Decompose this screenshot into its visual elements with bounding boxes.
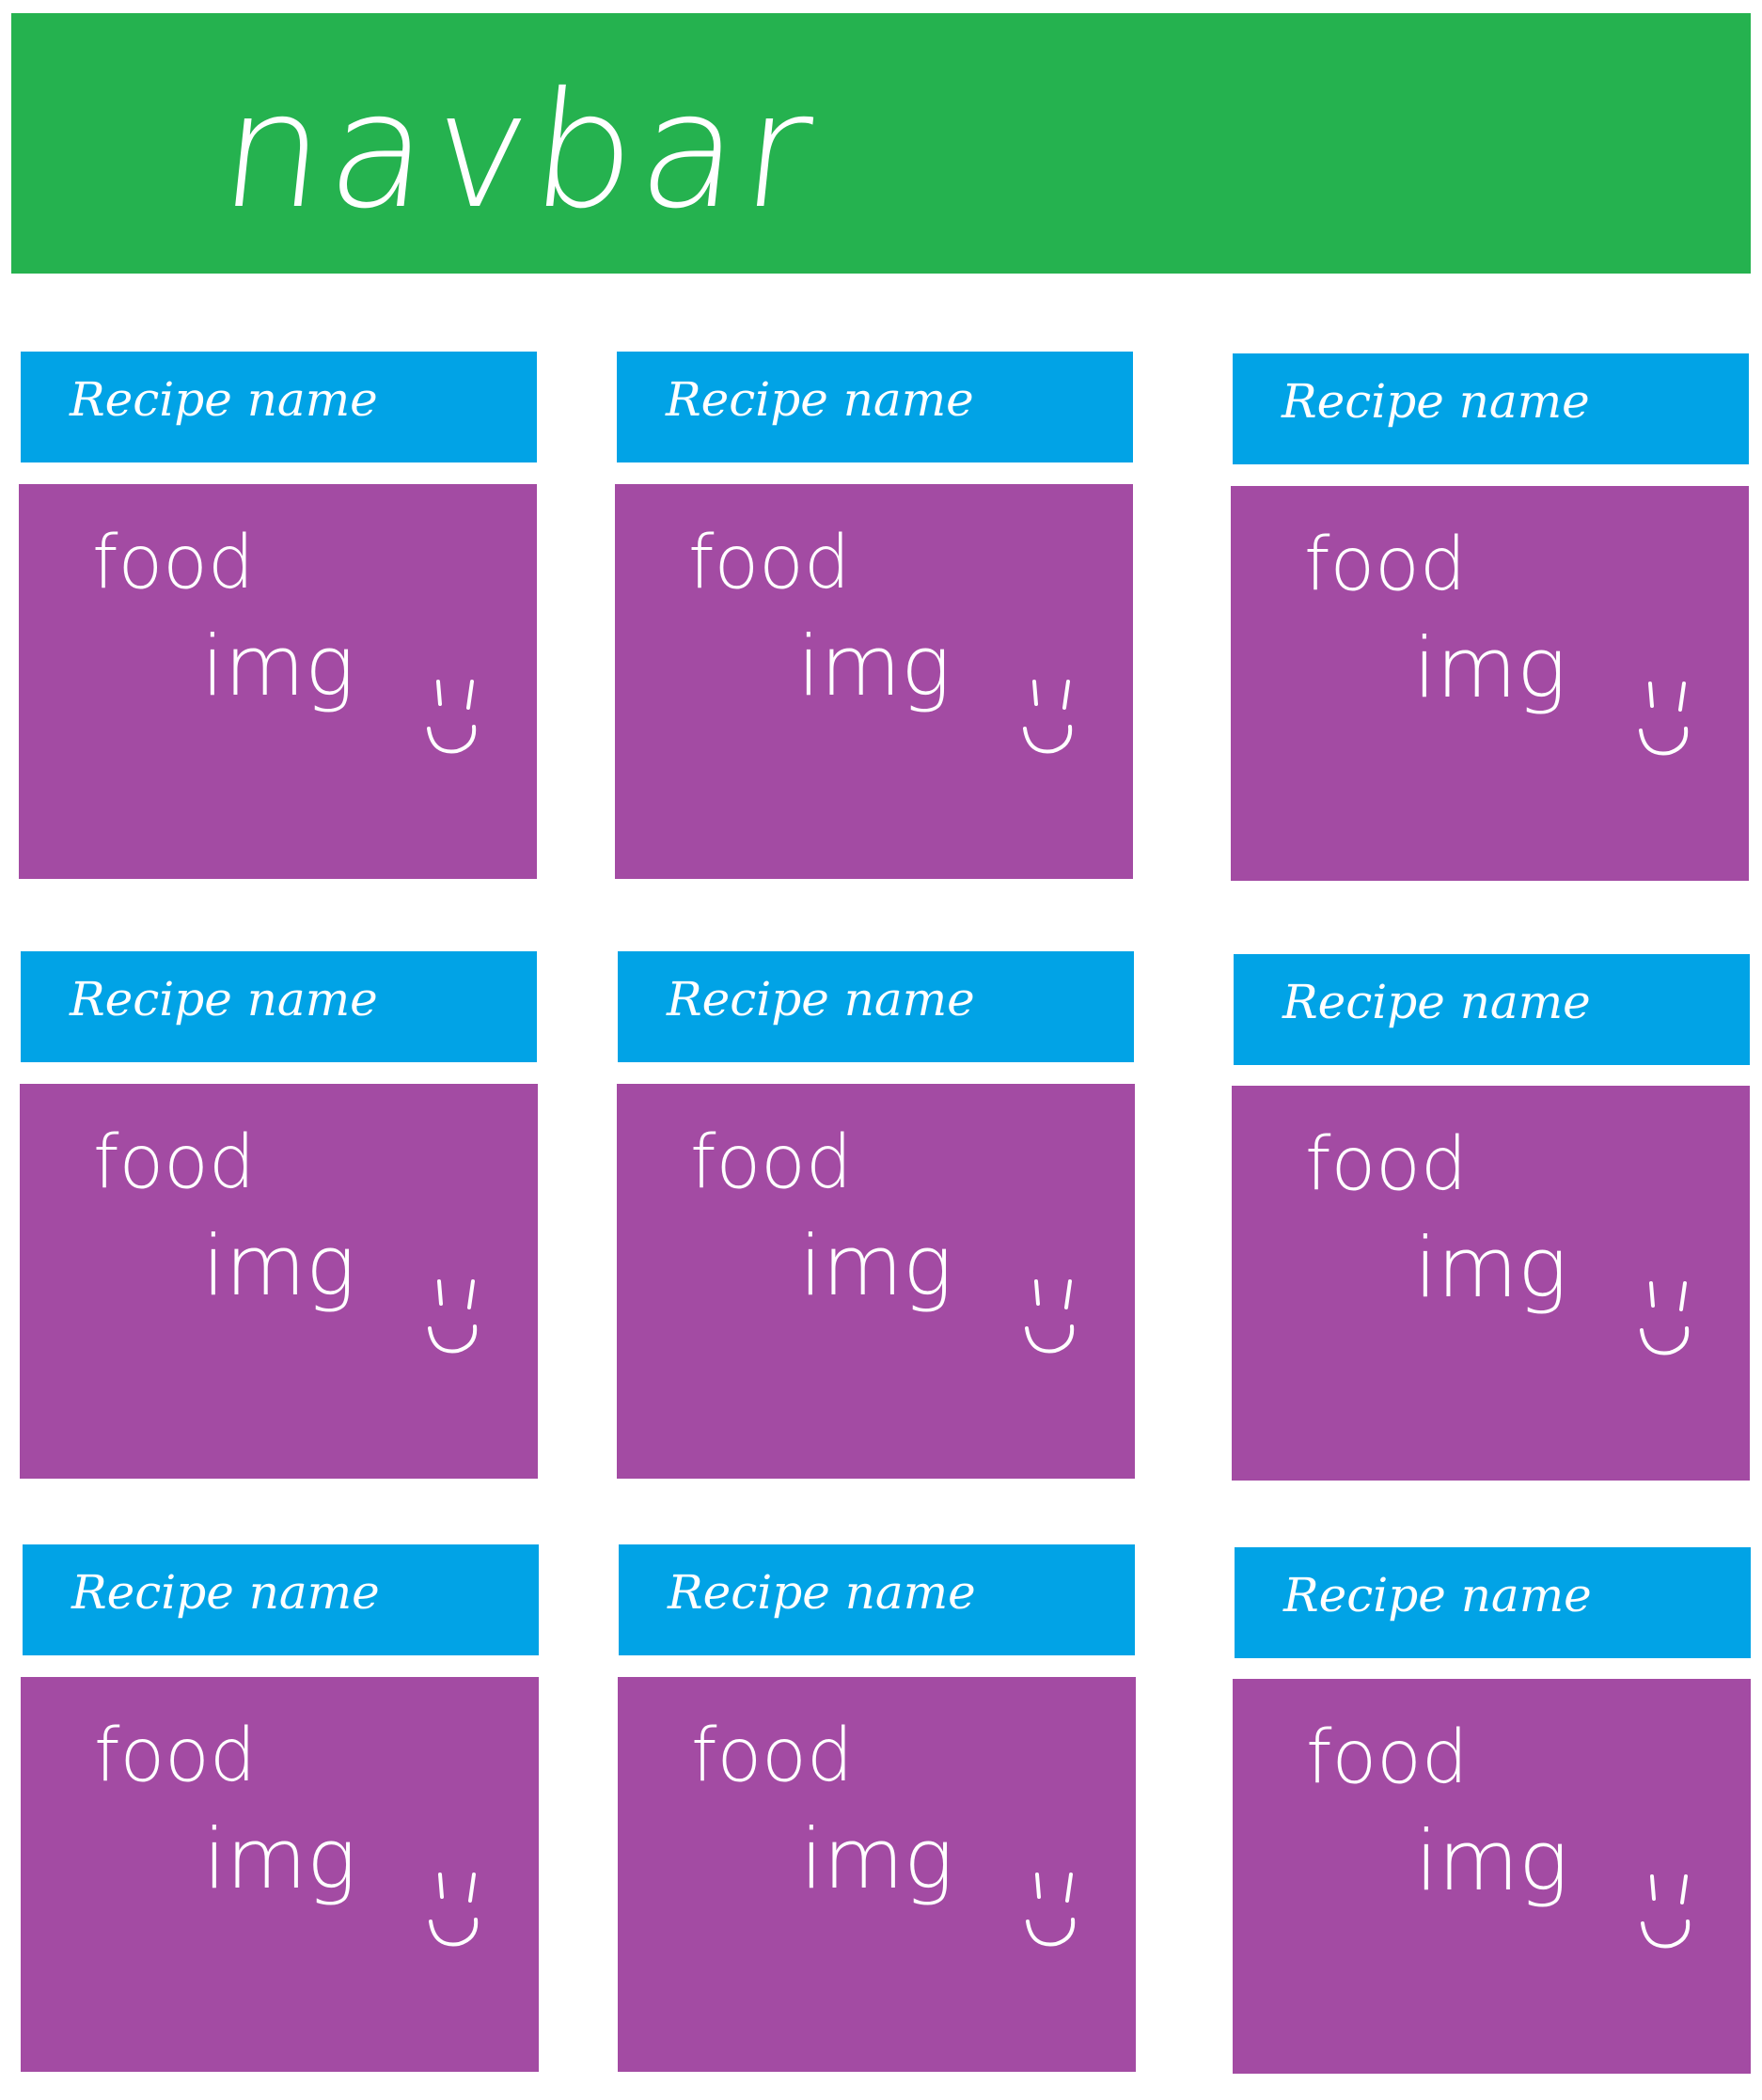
food-label: food — [93, 1121, 256, 1205]
img-label: img — [1413, 619, 1566, 716]
recipe-card-header[interactable]: Recipe name — [1235, 1547, 1751, 1658]
navbar-label: navbar — [212, 58, 826, 244]
smiley-face-icon — [1026, 1873, 1076, 1947]
img-label: img — [1414, 1219, 1567, 1316]
recipe-card-header[interactable]: Recipe name — [619, 1544, 1135, 1655]
food-label: food — [688, 521, 851, 605]
food-label: food — [1305, 1122, 1468, 1207]
recipe-card-header[interactable]: Recipe name — [618, 951, 1134, 1062]
recipe-name: Recipe name — [71, 1565, 380, 1620]
food-image-placeholder[interactable]: food img — [1231, 486, 1749, 881]
food-label: food — [1306, 1716, 1469, 1800]
food-image-placeholder[interactable]: food img — [20, 1084, 538, 1479]
smiley-face-icon — [428, 1279, 478, 1354]
food-label: food — [92, 521, 255, 605]
food-image-placeholder[interactable]: food img — [21, 1677, 539, 2072]
smiley-face-icon — [1023, 680, 1073, 754]
food-label: food — [690, 1121, 853, 1205]
recipe-name: Recipe name — [70, 372, 378, 427]
food-image-placeholder[interactable]: food img — [1233, 1679, 1751, 2074]
recipe-name: Recipe name — [1282, 975, 1591, 1029]
smiley-face-icon — [429, 1873, 479, 1947]
recipe-card-header[interactable]: Recipe name — [21, 352, 537, 462]
food-label: food — [691, 1714, 854, 1798]
recipe-name: Recipe name — [1282, 374, 1590, 429]
smiley-face-icon — [1640, 1281, 1690, 1356]
food-label: food — [94, 1714, 257, 1798]
img-label: img — [797, 618, 951, 714]
recipe-card-header[interactable]: Recipe name — [1233, 353, 1749, 464]
navbar: navbar — [11, 13, 1751, 274]
smiley-face-icon — [1025, 1279, 1075, 1354]
recipe-name: Recipe name — [70, 972, 378, 1026]
food-label: food — [1304, 523, 1467, 607]
recipe-card-header[interactable]: Recipe name — [23, 1544, 539, 1655]
recipe-name: Recipe name — [667, 972, 975, 1026]
food-image-placeholder[interactable]: food img — [618, 1677, 1136, 2072]
img-label: img — [1415, 1812, 1568, 1909]
smiley-face-icon — [427, 680, 477, 754]
food-image-placeholder[interactable]: food img — [615, 484, 1133, 879]
recipe-name: Recipe name — [666, 372, 974, 427]
img-label: img — [202, 1217, 355, 1314]
food-image-placeholder[interactable]: food img — [19, 484, 537, 879]
smiley-face-icon — [1639, 682, 1689, 756]
recipe-card-header[interactable]: Recipe name — [1234, 954, 1750, 1065]
img-label: img — [800, 1810, 953, 1907]
recipe-name: Recipe name — [668, 1565, 976, 1620]
recipe-name: Recipe name — [1283, 1568, 1592, 1622]
img-label: img — [799, 1217, 952, 1314]
food-image-placeholder[interactable]: food img — [1232, 1086, 1750, 1481]
recipe-card-header[interactable]: Recipe name — [617, 352, 1133, 462]
food-image-placeholder[interactable]: food img — [617, 1084, 1135, 1479]
img-label: img — [203, 1810, 356, 1907]
smiley-face-icon — [1641, 1874, 1691, 1949]
recipe-card-header[interactable]: Recipe name — [21, 951, 537, 1062]
img-label: img — [201, 618, 354, 714]
